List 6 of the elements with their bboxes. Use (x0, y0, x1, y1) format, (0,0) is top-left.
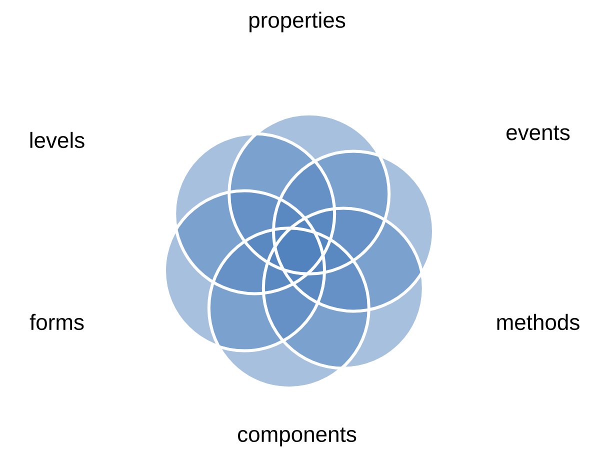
category-label: methods (497, 314, 580, 330)
category-label: properties (250, 12, 346, 32)
category-label: events (506, 126, 570, 140)
category-label: levels (30, 132, 84, 148)
category-label: components (238, 428, 356, 446)
category-label: forms (30, 314, 84, 330)
